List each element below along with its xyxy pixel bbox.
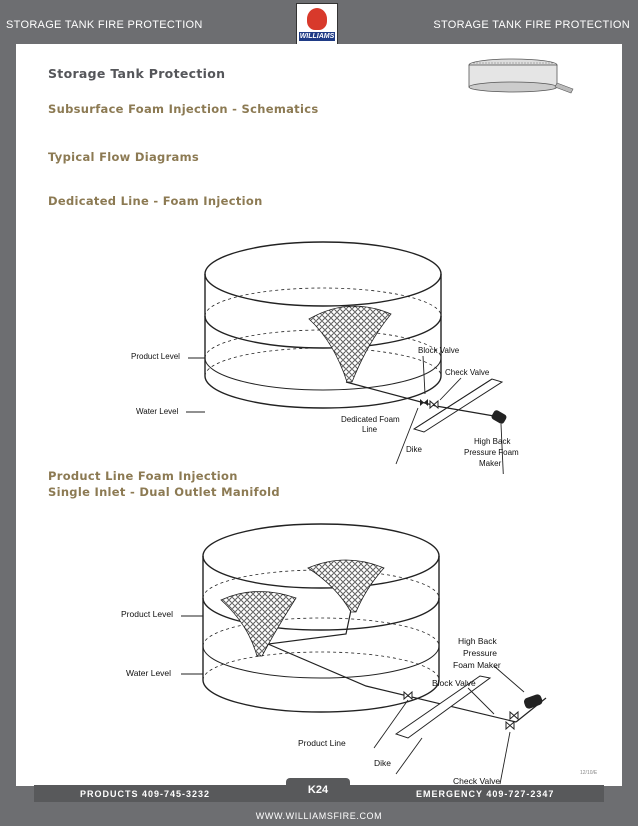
d2-product-line-label: Product Line xyxy=(298,738,346,748)
header-left-text: STORAGE TANK FIRE PROTECTION xyxy=(6,19,203,31)
d1-water-level-label: Water Level xyxy=(136,407,179,416)
williams-logo: WILLIAMS xyxy=(296,3,338,47)
d2-maker-label-3: Foam Maker xyxy=(453,660,501,670)
page-title: Storage Tank Protection xyxy=(48,66,225,81)
d1-maker-label-2: Pressure Foam xyxy=(464,448,519,457)
products-phone: PRODUCTS 409-745-3232 xyxy=(80,789,210,799)
d1-dike-label: Dike xyxy=(406,445,423,454)
d1-check-valve-label: Check Valve xyxy=(445,368,490,377)
block-valve-symbol xyxy=(420,399,428,406)
d2-block-valve-label: Block Valve xyxy=(432,678,476,688)
d2-maker-label-1: High Back xyxy=(458,636,497,646)
block-valve-symbol-2 xyxy=(404,692,412,699)
heading-flow-diagrams: Typical Flow Diagrams xyxy=(48,150,199,164)
logo-name: WILLIAMS xyxy=(299,32,335,41)
dike-outline xyxy=(414,379,502,432)
foam-plume-right xyxy=(308,560,384,612)
d2-water-level-label: Water Level xyxy=(126,668,171,678)
flame-icon xyxy=(307,8,327,30)
d1-dedicated-line-label-2: Line xyxy=(362,425,378,434)
d2-maker-label-2: Pressure xyxy=(463,648,497,658)
heading-dual-outlet: Single Inlet - Dual Outlet Manifold xyxy=(48,485,280,499)
heading-subsurface: Subsurface Foam Injection - Schematics xyxy=(48,102,319,116)
d2-product-level-label: Product Level xyxy=(121,609,173,619)
d1-block-valve-label: Block Valve xyxy=(418,346,460,355)
page-body: Storage Tank Protection Subsurface Foam … xyxy=(16,44,622,786)
check-valve-symbol-2 xyxy=(506,722,514,729)
diagram-product-line: Product Level Water Level High Back Pres… xyxy=(16,516,622,786)
check-valve-symbol xyxy=(430,401,438,408)
foam-maker-symbol xyxy=(490,409,507,425)
d1-maker-label-3: Maker xyxy=(479,459,502,468)
left-edge-accent xyxy=(0,520,16,750)
emergency-phone: EMERGENCY 409-727-2347 xyxy=(416,789,554,799)
heading-dedicated-line: Dedicated Line - Foam Injection xyxy=(48,194,263,208)
website-link[interactable]: WWW.WILLIAMSFIRE.COM xyxy=(0,811,638,821)
foam-plume-left xyxy=(221,591,296,656)
page-number: K24 xyxy=(286,778,350,800)
d1-maker-label-1: High Back xyxy=(474,437,511,446)
d1-dedicated-line-label-1: Dedicated Foam xyxy=(341,415,400,424)
document-code: 12/10/E xyxy=(580,770,597,776)
d1-product-level-label: Product Level xyxy=(131,352,180,361)
tank-thumbnail xyxy=(461,49,579,103)
foam-maker-symbol-2 xyxy=(523,693,544,709)
diagram-dedicated-line: Product Level Water Level Block Valve Ch… xyxy=(16,234,622,474)
header-right-text: STORAGE TANK FIRE PROTECTION xyxy=(433,19,630,31)
d2-dike-label: Dike xyxy=(374,758,391,768)
